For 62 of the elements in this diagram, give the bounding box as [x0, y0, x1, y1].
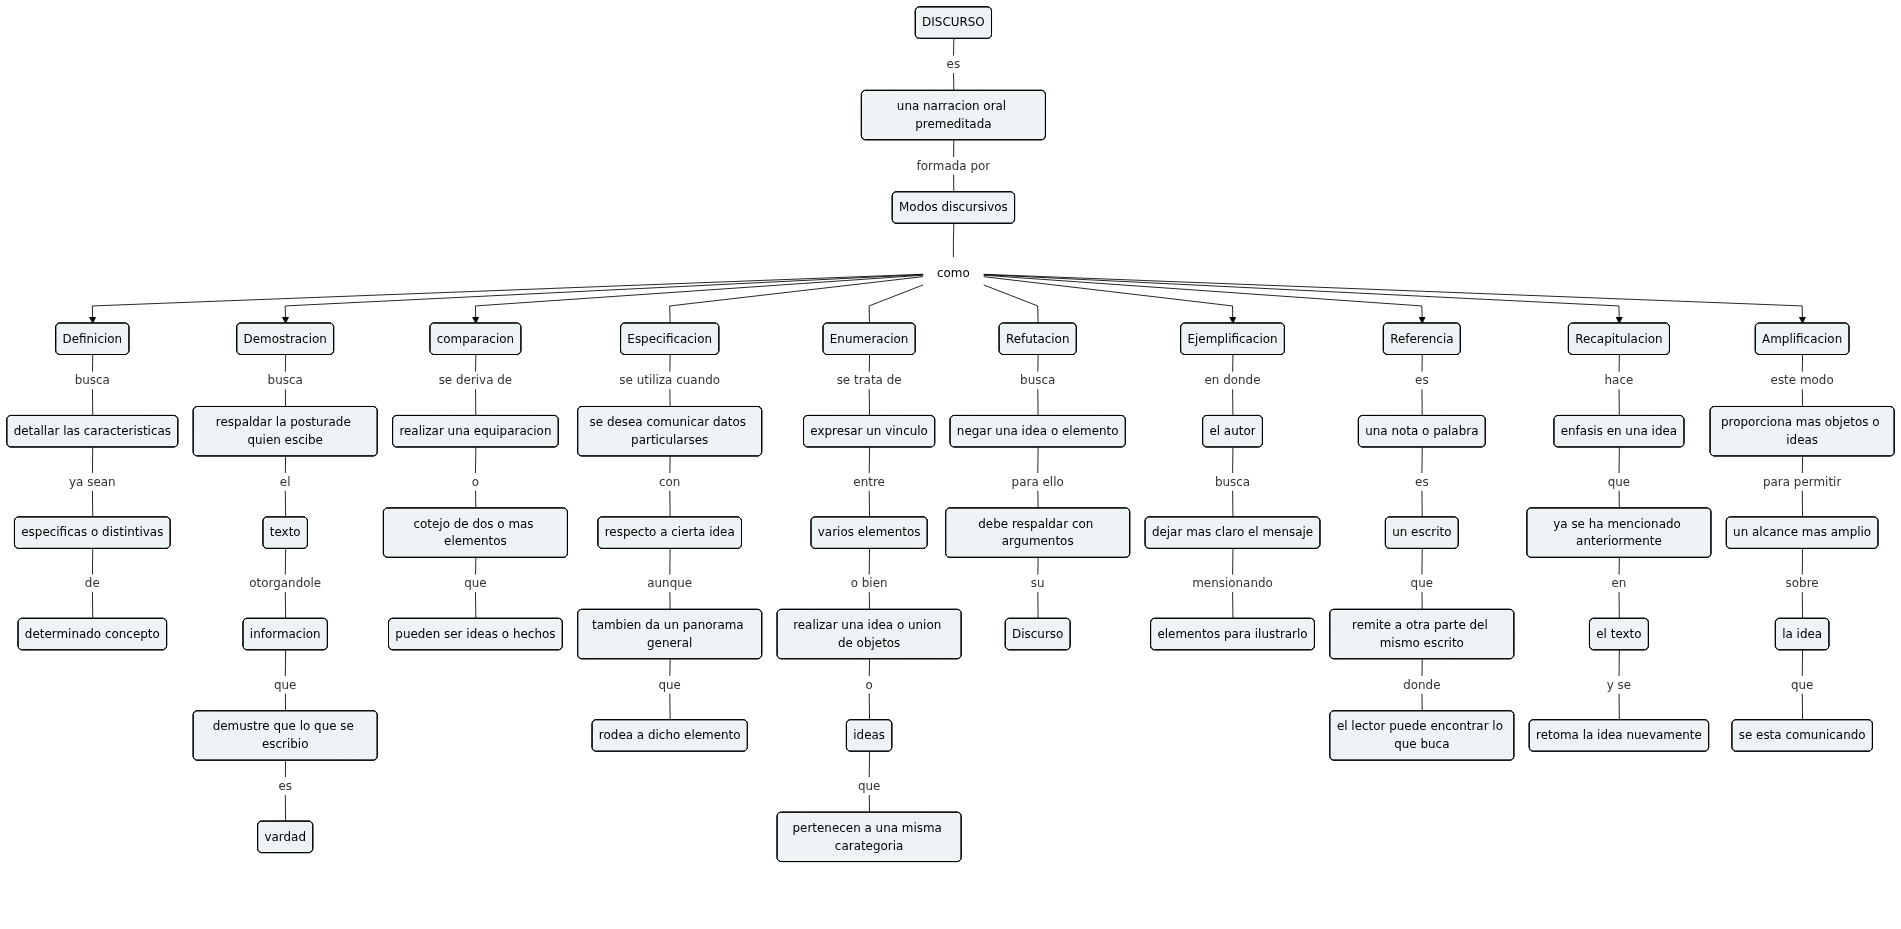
connector: [669, 658, 671, 721]
edge-label: hace: [1604, 373, 1634, 387]
connector: [1618, 447, 1620, 509]
edge-label: su: [1030, 576, 1045, 590]
connector: [868, 751, 870, 813]
edge-label: con: [658, 474, 681, 489]
edge-label: mensionando: [1192, 576, 1273, 590]
edge-label: en donde: [1204, 373, 1261, 387]
edge-label: o: [471, 474, 480, 489]
connector: [284, 649, 287, 712]
edge-label: para ello: [1011, 474, 1064, 489]
edge-label: en: [1611, 576, 1627, 590]
edge-label: el: [279, 474, 291, 489]
connector: [1421, 548, 1423, 611]
connector: [1801, 649, 1803, 721]
edge-label: donde: [1403, 677, 1441, 692]
connector: [1421, 354, 1423, 417]
edge-label: que: [1790, 677, 1814, 692]
connector: [475, 447, 477, 509]
edge-label: es: [946, 57, 961, 71]
edge-label: busca: [74, 373, 110, 387]
edge-label: que: [857, 778, 881, 793]
edge-label: es: [278, 778, 292, 793]
edge-label: que: [1410, 576, 1434, 590]
edge-label: que: [1607, 474, 1631, 489]
connector: [1618, 557, 1620, 620]
edge-label: que: [658, 677, 681, 692]
edge-label: se utiliza cuando: [619, 373, 721, 387]
edge-label: o bien: [850, 576, 888, 590]
connector: [1421, 447, 1423, 518]
connector: [983, 284, 1039, 324]
edge-label: sobre: [1785, 576, 1819, 590]
edge-label: busca: [1214, 474, 1251, 489]
edge-label: otorgandole: [249, 576, 322, 590]
edge-label: busca: [1020, 373, 1056, 387]
edge-label: que: [273, 677, 297, 692]
edge-label: busca: [267, 373, 303, 387]
edge-label: o: [865, 677, 873, 692]
connector: [475, 557, 477, 620]
connector: [868, 658, 870, 721]
edge-label: formada por: [916, 158, 991, 173]
edge-label: para permitir: [1762, 474, 1842, 489]
node-text: como: [937, 265, 970, 280]
edge-label: se deriva de: [438, 373, 513, 387]
edge-label: entre: [853, 474, 885, 489]
connector: [284, 760, 287, 822]
edge-label: aunque: [647, 576, 693, 590]
connector: [669, 276, 924, 324]
edge-label: se trata de: [836, 373, 902, 387]
connector: [953, 38, 955, 92]
edge-label: es: [1415, 474, 1429, 489]
edge-label: que: [464, 576, 487, 590]
edge-label: de: [84, 576, 100, 590]
connector: [868, 284, 924, 324]
edge-label: y se: [1606, 677, 1632, 692]
connector: [669, 455, 671, 518]
edge-label: este modo: [1770, 373, 1834, 387]
edge-label: es: [1415, 373, 1429, 387]
connector: [91, 548, 94, 620]
edge-label: ya sean: [69, 474, 116, 489]
connector: [953, 223, 955, 258]
connector: [1037, 557, 1039, 620]
